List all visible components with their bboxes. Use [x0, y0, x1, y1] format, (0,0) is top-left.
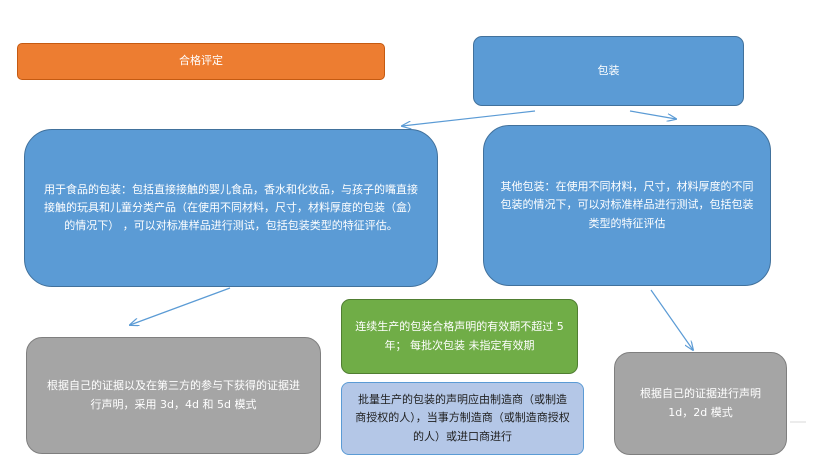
arrow-other-to-right-result	[650, 289, 693, 350]
left-result-box: 根据自己的证据以及在第三方的参与下获得的证据进行声明，采用 3d，4d 和 5d…	[26, 337, 321, 454]
arrow-food-to-left-result	[130, 287, 231, 325]
packaging-box: 包装	[473, 36, 744, 106]
arrow-packaging-to-other	[629, 110, 676, 119]
validity-text: 连续生产的包装合格声明的有效期不超过 5 年； 每批次包装 未指定有效期	[355, 320, 564, 352]
right-result-text: 根据自己的证据进行声明 1d，2d 模式	[640, 387, 761, 419]
batch-declaration-text: 批量生产的包装的声明应由制造商（或制造商授权的人），当事方制造商（或制造商授权的…	[355, 393, 570, 443]
title-box: 合格评定	[17, 43, 385, 80]
left-result-text: 根据自己的证据以及在第三方的参与下获得的证据进行声明，采用 3d，4d 和 5d…	[47, 379, 300, 411]
food-packaging-text: 用于食品的包装：包括直接接触的婴儿食品，香水和化妆品，与孩子的嘴直接接触的玩具和…	[44, 182, 418, 233]
food-packaging-box: 用于食品的包装：包括直接接触的婴儿食品，香水和化妆品，与孩子的嘴直接接触的玩具和…	[24, 129, 438, 287]
title-text: 合格评定	[179, 54, 223, 68]
other-packaging-box: 其他包装：在使用不同材料，尺寸，材料厚度的不同包装的情况下，可以对标准样品进行测…	[483, 125, 771, 286]
validity-box: 连续生产的包装合格声明的有效期不超过 5 年； 每批次包装 未指定有效期	[341, 299, 578, 374]
other-packaging-text: 其他包装：在使用不同材料，尺寸，材料厚度的不同包装的情况下，可以对标准样品进行测…	[500, 180, 754, 230]
arrow-packaging-to-food	[402, 110, 536, 126]
right-result-box: 根据自己的证据进行声明 1d，2d 模式	[614, 352, 787, 455]
packaging-text: 包装	[597, 63, 620, 77]
batch-declaration-box: 批量生产的包装的声明应由制造商（或制造商授权的人），当事方制造商（或制造商授权的…	[341, 382, 584, 455]
